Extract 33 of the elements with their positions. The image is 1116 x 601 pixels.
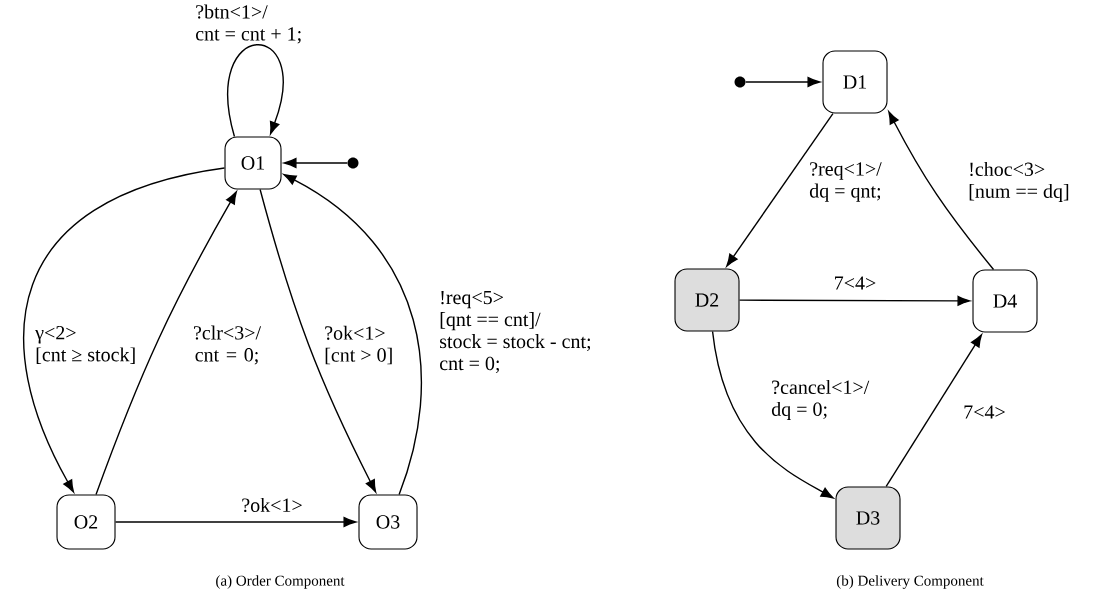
edge-label: ?clr<3>/ cnt = 0; <box>194 325 262 365</box>
state-box: D4 <box>972 269 1038 333</box>
transition-arrow <box>888 111 995 271</box>
edge-label: ?btn<1>/ cnt = cnt + 1; <box>196 4 301 44</box>
edge-label: ?req<1>/ dq = qnt; <box>809 162 882 202</box>
state-box: O1 <box>224 136 282 190</box>
edge-label: ?ok<1> <box>242 497 302 513</box>
state-box: D1 <box>822 50 888 114</box>
state-box: O2 <box>56 494 116 550</box>
edge-label: 7<4> <box>964 405 1005 419</box>
edge-label: γ<2> [cnt ≥ stock] <box>35 326 135 364</box>
transition-arrow <box>726 112 834 267</box>
state-box: O3 <box>358 494 418 550</box>
transition-arrow <box>711 330 834 499</box>
transition-arrow <box>227 44 284 138</box>
edge-label: 7<4> <box>835 276 876 290</box>
transition-arrow <box>259 188 377 493</box>
transition-arrow <box>745 77 821 87</box>
transition-arrow <box>283 158 348 168</box>
caption: (b) Delivery Component <box>836 575 984 589</box>
state-box: D2 <box>674 268 740 332</box>
transition-arrow <box>95 191 237 496</box>
transition-arrow <box>283 174 423 496</box>
transition-arrow <box>885 334 983 488</box>
edge-label: ?ok<1> [cnt > 0] <box>325 325 392 365</box>
transition-arrow <box>738 295 971 306</box>
edge-label: !req<5> [qnt == cnt]/ stock = stock - cnt; cnt = 0; <box>440 290 591 374</box>
caption: (a) Order Component <box>216 575 345 589</box>
transition-arrow <box>114 517 357 527</box>
state-box: D3 <box>835 486 901 550</box>
edge-label: ?cancel<1>/ dq = 0; <box>771 379 870 421</box>
transition-arrow <box>23 167 226 493</box>
edge-label: !choc<3> [num == dq] <box>969 161 1069 203</box>
